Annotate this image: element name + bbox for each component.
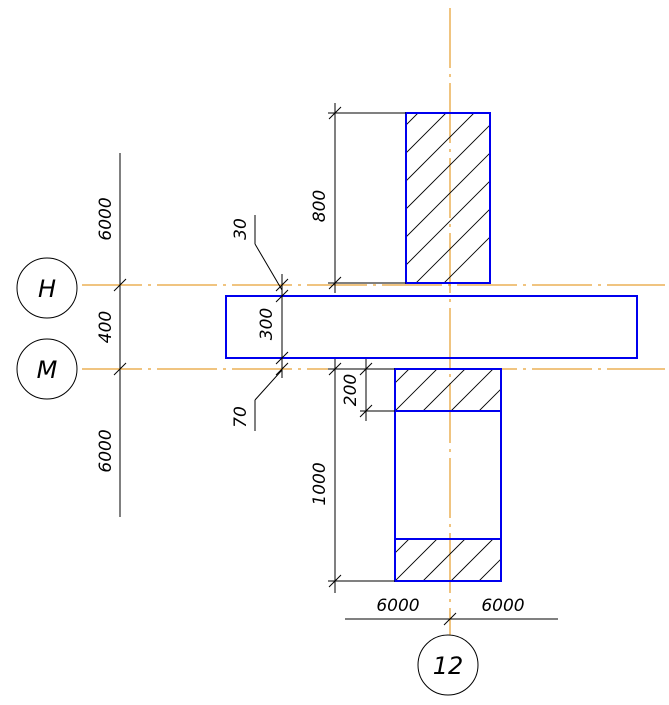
hatch-lower-upper-zone bbox=[395, 369, 501, 411]
dim-200: 200 bbox=[341, 374, 361, 406]
hatch-lower-bottom-zone bbox=[395, 539, 501, 581]
upper-column-dimension: 800 bbox=[310, 103, 406, 293]
axis-bubble-h: Н bbox=[16, 257, 78, 319]
axis-bubble-12: 12 bbox=[417, 634, 479, 696]
beam-slab bbox=[225, 295, 638, 359]
hatch-upper-column bbox=[406, 113, 490, 283]
grid-axis-lines bbox=[82, 8, 665, 636]
dim-70: 70 bbox=[231, 406, 251, 428]
axis-label-h: Н bbox=[38, 275, 56, 303]
dim-1000: 1000 bbox=[310, 462, 330, 505]
lower-column-dimension: 200 1000 bbox=[310, 359, 395, 593]
upper-column bbox=[405, 112, 491, 284]
dim-bottom-span: 6000 bbox=[96, 429, 116, 472]
dim-30: 30 bbox=[231, 218, 251, 240]
dim-gap-hm: 400 bbox=[96, 311, 116, 343]
bottom-dimension-chain: 6000 6000 bbox=[345, 596, 558, 626]
structure-outlines bbox=[225, 112, 638, 582]
dim-right-span: 6000 bbox=[481, 596, 524, 616]
dim-left-span: 6000 bbox=[376, 596, 419, 616]
beam-dimension: 30 300 70 bbox=[231, 215, 289, 431]
lower-column bbox=[394, 368, 502, 582]
dim-800: 800 bbox=[310, 190, 330, 222]
left-dimension-chain: 6000 400 6000 bbox=[96, 153, 127, 517]
axis-label-12: 12 bbox=[433, 652, 464, 680]
dim-top-span: 6000 bbox=[96, 197, 116, 240]
dim-300: 300 bbox=[257, 308, 277, 340]
axis-label-m: М bbox=[37, 356, 58, 384]
axis-bubble-m: М bbox=[16, 338, 78, 400]
